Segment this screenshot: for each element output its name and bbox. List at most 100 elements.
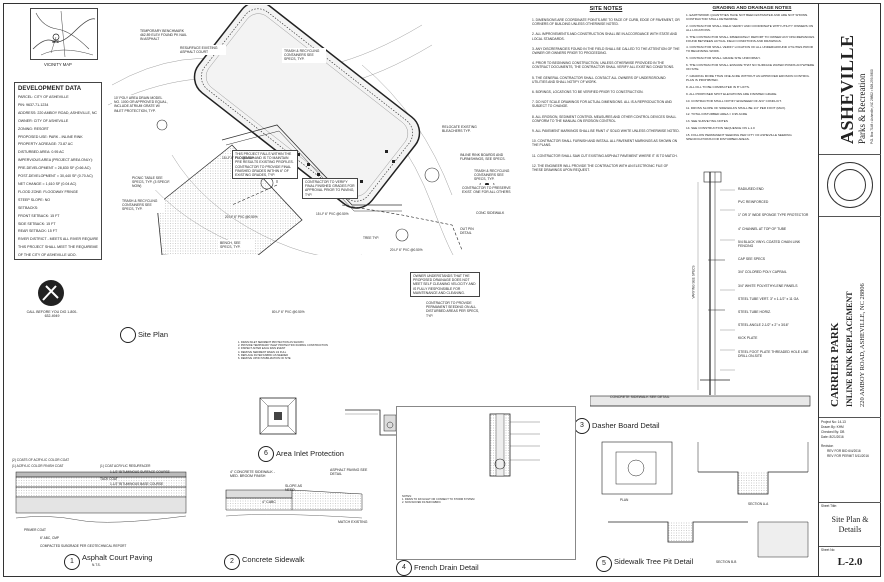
drawn-by-value: KHM (836, 425, 844, 429)
tree-pit-section-b: SECTION B-B (716, 560, 737, 564)
development-data-line: RIVER DISTRICT - MEETS ALL RIVER REQUIRE… (18, 237, 98, 242)
grading-note-item: 9. ALL PROPOSED SPOT ELEVATIONS ARE FINI… (686, 91, 778, 96)
french-drain-note-2: 2. NON-WOVEN FILTER FABRIC (402, 501, 441, 505)
vicinity-map (30, 8, 98, 60)
org-sub: Parks & Recreation (857, 73, 867, 144)
concrete-label-5: MATCH EXISTING (338, 520, 368, 524)
dasher-board-label: KICK PLATE (738, 336, 758, 341)
detail-2-title: Concrete Sidewalk (242, 555, 305, 564)
inline-rink (193, 5, 421, 209)
site-note-trash-2: TRASH & RECYCLING CONTAINERS SEE SPECS, … (472, 168, 516, 183)
development-data-line: PIN: 9637-71-1234 (18, 102, 49, 107)
site-note-item: 6. BORINGS, LOCATIONS TO BE VERIFIED PRI… (532, 90, 644, 95)
dasher-board-label: 5/4 BLACK VINYL COATED CHAIN LINK FENCIN… (738, 239, 801, 249)
pipe-label-2: 20 LF 6" PVC @0.50% (225, 215, 258, 219)
pipe-label-5: 20 LF 6" PVC @0.50% (390, 248, 423, 252)
site-notes-list: 1. DIMENSIONS ARE COORDINATE POINTS ARE … (532, 18, 680, 172)
site-note-item: 11. CONTRACTOR SHALL SAW CUT EXISTING AS… (532, 153, 678, 158)
sheet-no: L-2.0 (837, 556, 863, 568)
dasher-board-label: 1" OR 3" WIDE SPONGE TYPE PROTECTOR (738, 213, 809, 218)
detail-1-scale: N.T.S. (92, 563, 101, 567)
development-data-line: ZONING: RESORT (18, 126, 49, 131)
dasher-vertical-label: VARYING SEE SPECS (691, 265, 696, 299)
development-data-line: FLOOD ZONE: FLOODWAY FRINGE (18, 189, 79, 194)
grading-notes-title: GRADING AND DRAINAGE NOTES (712, 6, 792, 11)
inlet-notes: 1. DRAIN INLET SEDIMENT PROTECTION AS SH… (236, 340, 394, 404)
development-data-line: PROPOSED USE: PARK - INLINE RINK (18, 134, 83, 139)
dasher-board-label: STEEL TUBE VERT. 3" x 1-1/2" x 11 GA (738, 296, 799, 301)
dasher-board-label: 3/4" COLORED POLY CAPRAIL (738, 270, 787, 275)
checked-by-value: DB (839, 430, 845, 434)
development-data-line: DISTURBED AREA: 0.95 AC (18, 150, 65, 155)
pipe-label-4: 80 LF 6" PVC @0.50% (272, 310, 305, 314)
dasher-board-label: STEEL FOOT PLATE THREADED HOLE LINE DRIL… (738, 349, 809, 358)
site-note-item: 8. ALL EROSION, SEDIMENT CONTROL MEASURE… (532, 114, 677, 123)
development-data-line: OF THE CITY OF ASHEVILLE UDO. (18, 253, 77, 258)
dasher-board-label: 4" CHANNEL AT TOP OF TUBE (738, 226, 787, 231)
site-plan-title: Site Plan (138, 330, 169, 339)
grading-note-item: 10. CONTRACTOR SHALL NOTIFY ENGINEER OF … (686, 98, 782, 103)
tree-pit-plan-label: PLAN (620, 498, 629, 502)
project-address: 220 AMBOY ROAD, ASHEVILLE, NC 28806 (859, 283, 866, 407)
area-inlet-drawing (259, 397, 297, 435)
pipe-label-3: 15 LF 6" PVC @0.50% (316, 212, 349, 216)
site-note-bleachers: RELOCATE EXISTING BLEACHERS TYP. (440, 124, 484, 135)
dasher-label-concrete: CONCRETE SIDEWALK SEE DETAIL (610, 395, 670, 399)
concrete-sidewalk-drawing (225, 489, 363, 519)
sheet-title-box: Sheet Title: Site Plan & Details (819, 502, 881, 547)
dasher-board-label: 3/4" WHITE POLYETHYLENE PANELS (738, 283, 798, 288)
project-no-row: Project No: 14-13 (821, 420, 846, 424)
site-notes-title: SITE NOTES (589, 6, 623, 12)
grading-note-item: 3. THE CONTRACTOR SHALL IMMEDIATELY REPO… (686, 34, 815, 43)
grading-note-item: 11. DROSS SLOPE OF SIDEWALKS SHALL BE 1/… (686, 105, 786, 110)
date-value: 8/21/2016 (829, 435, 844, 439)
site-note-item: 7. DO NOT SCALE DRAWINGS FOR ACTUAL DIME… (532, 100, 672, 109)
org-address: P.O. Box 7148 • Asheville, NC 28802 • 82… (870, 69, 874, 144)
site-note-verify-grades: CONTRACTOR TO VERIFY FINAL FINISHED GRAD… (302, 178, 358, 199)
site-note-item: 9. ALL PAVEMENT MARKINGS SHALL BE PAINT … (532, 129, 680, 134)
asphalt-label: TACK COAT (100, 477, 118, 481)
development-data-line: OWNER: CITY OF ASHEVILLE (18, 118, 69, 123)
grading-notes: GRADING AND DRAINAGE NOTES 1. EARTHWORK … (686, 6, 818, 196)
development-data-line: SIDE SETBACK: 15 FT (18, 221, 56, 226)
development-data-box: DEVELOPMENT DATA PARCEL: CITY OF ASHEVIL… (14, 82, 102, 260)
development-data-line: PROPERTY ACREAGE: 73.87 AC (18, 142, 73, 147)
grading-note-item: 13. SEE SURVEYING NOTES (686, 119, 728, 124)
site-note-resurface: RESURFACE EXISTING ASPHALT COURT (178, 45, 226, 56)
site-note-picnic: PICNIC TABLE SEE SPECS, TYP. (3 SPECIF. … (130, 175, 174, 190)
project-sub: INLINE RINK REPLACEMENT (845, 291, 854, 407)
development-data-line: THIS PROJECT SHALL MEET THE REQUIREMENTS (18, 245, 98, 250)
detail-3-title: Dasher Board Detail (592, 421, 660, 430)
development-data-line: PRE-DEVELOPMENT = 28,830 SF (0.66 AC) (18, 166, 91, 171)
dasher-board-label: PVC REINFORCED (738, 200, 769, 205)
development-data-line: NET CHANGE = 1,610 SF (0.04 AC) (18, 181, 77, 186)
development-data-line: SETBACKS: (18, 205, 39, 210)
site-note-rink-boards: INLINE RINK BOARDS AND FURNISHINGS, SEE … (458, 152, 510, 163)
site-note-trash-1: TRASH & RECYCLING CONTAINERS SEE SPECS, … (282, 48, 326, 63)
site-note-trash-3: TRASH & RECYCLING CONTAINERS SEE SPECS, … (120, 198, 164, 213)
french-drain-box (396, 406, 576, 560)
site-note-item: 1. DIMENSIONS ARE COORDINATE POINTS ARE … (532, 18, 680, 27)
site-furniture (297, 150, 395, 183)
detail-4-title: French Drain Detail (414, 563, 479, 572)
grading-notes-list: 1. EARTHWORK QUANTITIES HAVE NOT BEEN ES… (686, 13, 818, 142)
site-note-area-drain: 10' POLY AREA DRAIN MODEL NO. 1000 OR AP… (112, 95, 170, 114)
asphalt-label: 6" ABC, CMP (40, 536, 60, 540)
project-name: CARRIER PARK (829, 322, 841, 407)
project-no-value: 14-13 (837, 420, 846, 424)
french-drain-drawing (489, 413, 540, 477)
grading-note-item: 14. SEE CONSTRUCTION SEQUENCE ON L-1.0 (686, 126, 755, 131)
site-note-sidewalk: CONC SIDEWALK (474, 210, 514, 217)
detail-5-marker: 5 (596, 556, 612, 572)
tree-pit-section-a: SECTION A-A (748, 502, 769, 506)
site-plan-drawing (107, 5, 495, 255)
trees (156, 119, 440, 242)
vicinity-map-label: VICINITY MAP (44, 62, 72, 67)
revision-2: REV FOR PERMIT 5/11/2016 (827, 454, 869, 458)
site-note-preserve: CONTRACTOR TO PRESERVE EXIST. ONE FOR AL… (460, 185, 514, 196)
site-note-item: 12. THE ENGINEER WILL PROVIDE THE CONTRA… (532, 163, 669, 173)
site-note-item: 4. PRIOR TO BEGINNING CONSTRUCTION, UNLE… (532, 61, 675, 70)
grading-note-item: 1. EARTHWORK QUANTITIES HAVE NOT BEEN ES… (686, 13, 809, 21)
site-plan-title-marker (120, 327, 136, 343)
